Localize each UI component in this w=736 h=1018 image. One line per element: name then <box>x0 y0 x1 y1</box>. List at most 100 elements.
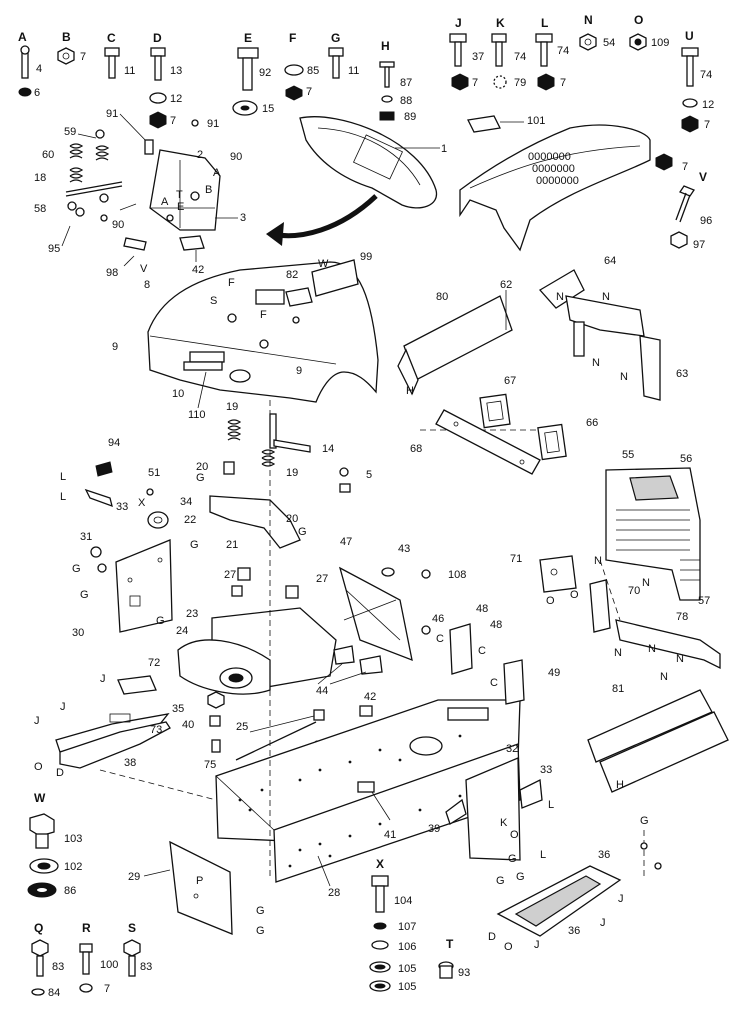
part-label: 88 <box>400 95 412 107</box>
part-label: 22 <box>184 514 196 526</box>
part-label: B <box>62 30 71 44</box>
part-label: 11 <box>348 65 359 77</box>
part-label: N <box>594 555 602 567</box>
support-bracket: 64 N N 63 N N <box>538 255 688 401</box>
part-label: 7 <box>472 77 478 89</box>
part-label: K <box>500 817 508 829</box>
part-label: 4 <box>36 63 42 75</box>
part-label: 56 <box>680 453 692 465</box>
part-label: 18 <box>34 172 46 184</box>
part-label: 84 <box>48 987 60 999</box>
left-hardware-cluster: 94 51 X 34 22 33 L L 31 <box>60 437 196 573</box>
seat-bracket-assembly: E A B T A 2 90 3 42 91 91 59 60 18 58 95 <box>34 108 246 291</box>
part-label: 12 <box>170 93 182 105</box>
part-label: 85 <box>307 65 319 77</box>
part-label: J <box>534 939 540 951</box>
part-label: H <box>616 779 624 791</box>
part-label: 49 <box>548 667 560 679</box>
front-bumper-78: 78 N N N N <box>614 611 721 683</box>
part-label: K <box>496 16 505 30</box>
part-label: G <box>640 815 649 827</box>
part-label: L <box>60 471 66 483</box>
part-label: 27 <box>224 569 236 581</box>
part-label: 57 <box>698 595 710 607</box>
part-label: G <box>190 539 199 551</box>
part-label: 64 <box>604 255 616 267</box>
right-lower-assembly: 32 K 33 L L 39 O G G G 36 36 D O J J J G <box>428 743 662 953</box>
part-label: 102 <box>64 861 82 873</box>
part-label: 48 <box>490 619 502 631</box>
part-label: 19 <box>286 467 298 479</box>
hardware-B: B 7 <box>57 30 86 65</box>
part-label: 106 <box>398 941 416 953</box>
part-label: 20 <box>286 513 298 525</box>
hardware-N: N 54 <box>579 13 615 51</box>
part-label: 32 <box>506 743 518 755</box>
part-label: C <box>478 645 486 657</box>
part-label: G <box>80 589 89 601</box>
block-27 <box>237 567 251 581</box>
part-label: 7 <box>682 161 688 173</box>
part-label: 71 <box>510 553 522 565</box>
part-label: X <box>138 497 146 509</box>
part-label: 90 <box>112 219 124 231</box>
part-label: J <box>455 16 462 30</box>
part-label: 34 <box>180 496 192 508</box>
hardware-K: K 74 79 <box>491 16 526 89</box>
part-label: B <box>205 184 212 196</box>
part-label: L <box>541 16 548 30</box>
hardware-D: D 13 12 7 <box>149 31 182 129</box>
hardware-G: G 11 <box>328 31 359 79</box>
hardware-W: W 103 102 86 <box>27 791 82 898</box>
hardware-L: L 74 7 <box>535 16 569 91</box>
part-label: O <box>34 761 43 773</box>
part-label: R <box>82 921 91 935</box>
part-label: 67 <box>504 375 516 387</box>
part-label: O <box>570 589 579 601</box>
hardware-H: H 87 88 89 <box>379 39 416 123</box>
part-label: 36 <box>598 849 610 861</box>
part-label: T <box>176 189 183 201</box>
part-label: 33 <box>540 764 552 776</box>
part-label: 91 <box>207 118 219 130</box>
part-label: 74 <box>557 45 569 57</box>
part-label: H <box>381 39 390 53</box>
part-label: 14 <box>322 443 334 455</box>
part-label: 70 <box>628 585 640 597</box>
spring-assembly: 19 19 14 20 21 20 G G 5 <box>196 401 372 551</box>
part-label: N <box>584 13 593 27</box>
part-label: 31 <box>80 531 92 543</box>
part-label: 48 <box>476 603 488 615</box>
part-label: 9 <box>112 341 118 353</box>
part-label: 79 <box>514 77 526 89</box>
part-label: 82 <box>286 269 298 281</box>
part-label: 81 <box>612 683 624 695</box>
part-label: 66 <box>586 417 598 429</box>
part-label: 39 <box>428 823 440 835</box>
part-label: F <box>228 277 235 289</box>
part-label: X <box>376 857 384 871</box>
part-label: D <box>488 931 496 943</box>
part-label: 7 <box>560 77 566 89</box>
part-label: 6 <box>34 87 40 99</box>
part-label: 7 <box>170 115 176 127</box>
part-label: 105 <box>398 963 416 975</box>
part-label: 12 <box>702 99 714 111</box>
footrest-plate: 72 73 35 38 J J J O D <box>34 657 184 779</box>
part-label: 68 <box>410 443 422 455</box>
part-label: V <box>699 170 707 184</box>
hood: 0000000 0000000 0000000 <box>459 124 651 252</box>
part-label: J <box>618 893 624 905</box>
hardware-S: S 83 <box>123 921 152 977</box>
part-label: 74 <box>700 69 712 81</box>
nut-40 <box>207 691 225 709</box>
svg-text:0000000: 0000000 <box>536 175 579 187</box>
part-label: 60 <box>42 149 54 161</box>
part-label: 90 <box>230 151 242 163</box>
part-label: F <box>289 31 296 45</box>
part-label: 105 <box>398 981 416 993</box>
part-label: 37 <box>472 51 484 63</box>
part-label: 36 <box>568 925 580 937</box>
part-label: 55 <box>622 449 634 461</box>
battery-tray: 23 24 <box>176 607 337 695</box>
